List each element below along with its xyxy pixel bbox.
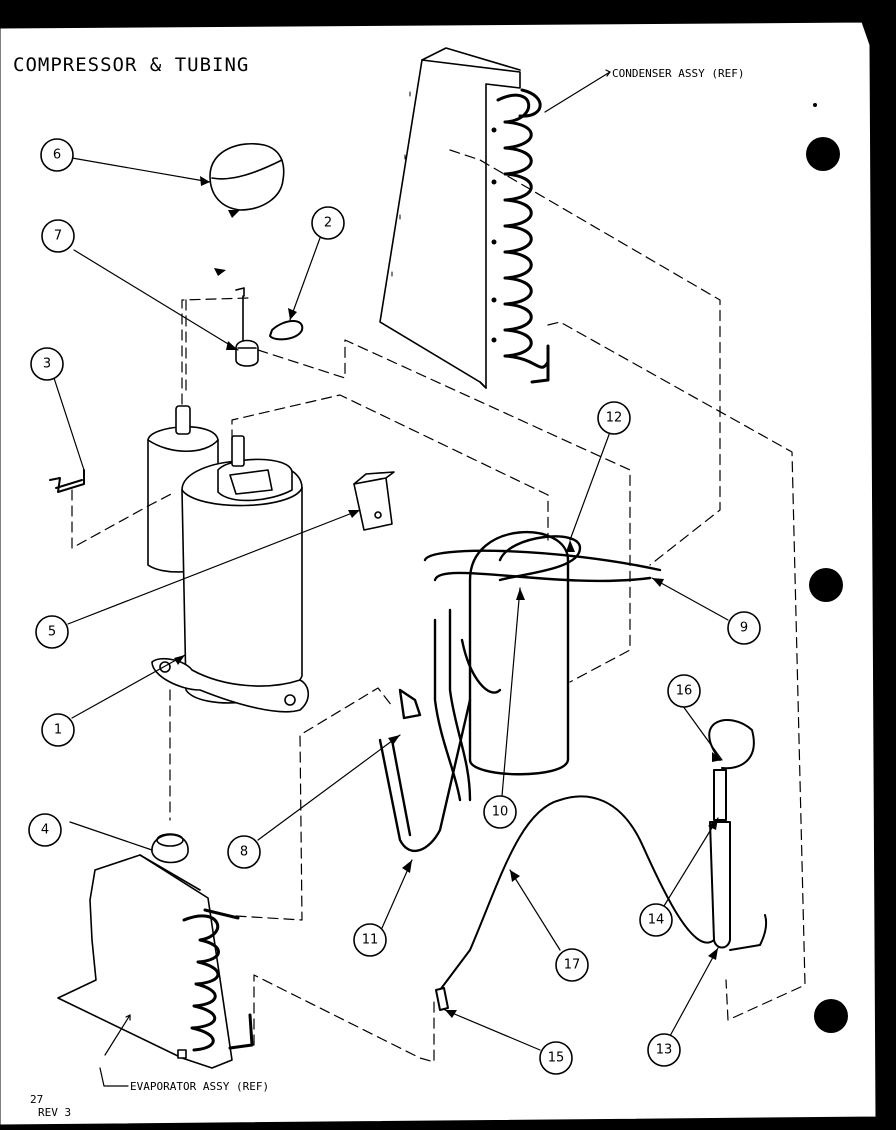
callout-bubble-14 [639,903,673,937]
callout-bubble-12 [597,401,631,435]
part-6-terminal-cover [209,143,285,211]
binder-hole-top [806,137,840,171]
condenser-ref-label: CONDENSER ASSY (REF) [612,67,744,80]
callout-bubble-8 [227,835,261,869]
evaporator-ref-label: EVAPORATOR ASSY (REF) [130,1080,269,1093]
callout-bubble-16 [667,674,701,708]
callout-5: 5 [48,625,56,640]
callout-leaders [53,157,729,1051]
condenser-assembly [379,47,611,389]
callout-bubble-3 [30,347,64,381]
part-3-bracket [49,469,85,493]
callout-bubble-11 [353,923,387,957]
callout-7: 7 [54,229,62,244]
part-4-grommet [151,833,189,864]
callout-16: 16 [676,684,693,699]
page-number: 27 [30,1093,44,1106]
callout-bubble-13 [647,1033,681,1067]
compressor [147,405,310,713]
callout-6: 6 [53,148,61,163]
callout-9: 9 [740,621,748,636]
callout-bubble-5 [35,615,69,649]
callout-8: 8 [240,845,248,860]
paper-sheet [0,21,877,1126]
evaporator-assembly [57,854,254,1087]
callout-15: 15 [548,1051,565,1066]
callout-1: 1 [54,723,62,738]
callout-bubble-9 [727,611,761,645]
callout-bubble-4 [28,813,62,847]
part-2-clip [269,320,304,341]
callout-bubble-1 [41,713,75,747]
callout-bubble-6 [40,138,74,172]
page-title: COMPRESSOR & TUBING [13,54,250,76]
binder-hole-middle [809,568,843,602]
callout-bubble-2 [311,206,345,240]
part-5-clamp [353,471,395,531]
dashed-connection-lines [71,149,806,1063]
callout-bubble-17 [555,948,589,982]
callout-17: 17 [564,958,581,973]
callout-4: 4 [41,823,49,838]
callout-11: 11 [362,933,379,948]
callout-13: 13 [656,1043,673,1058]
callout-3: 3 [43,357,51,372]
revision-label: REV 3 [38,1106,72,1119]
callout-10: 10 [492,805,509,820]
part-7-overload [235,287,259,367]
callout-bubble-15 [539,1041,573,1075]
callout-bubble-7 [41,219,75,253]
capillary-assembly [435,719,768,1011]
callout-14: 14 [648,913,665,928]
callout-12: 12 [606,411,623,426]
binder-hole-bottom [814,999,848,1033]
leader-arrowheads [174,176,722,1018]
callout-2: 2 [324,216,332,231]
callout-bubble-10 [483,795,517,829]
tubing-cluster [378,530,662,852]
